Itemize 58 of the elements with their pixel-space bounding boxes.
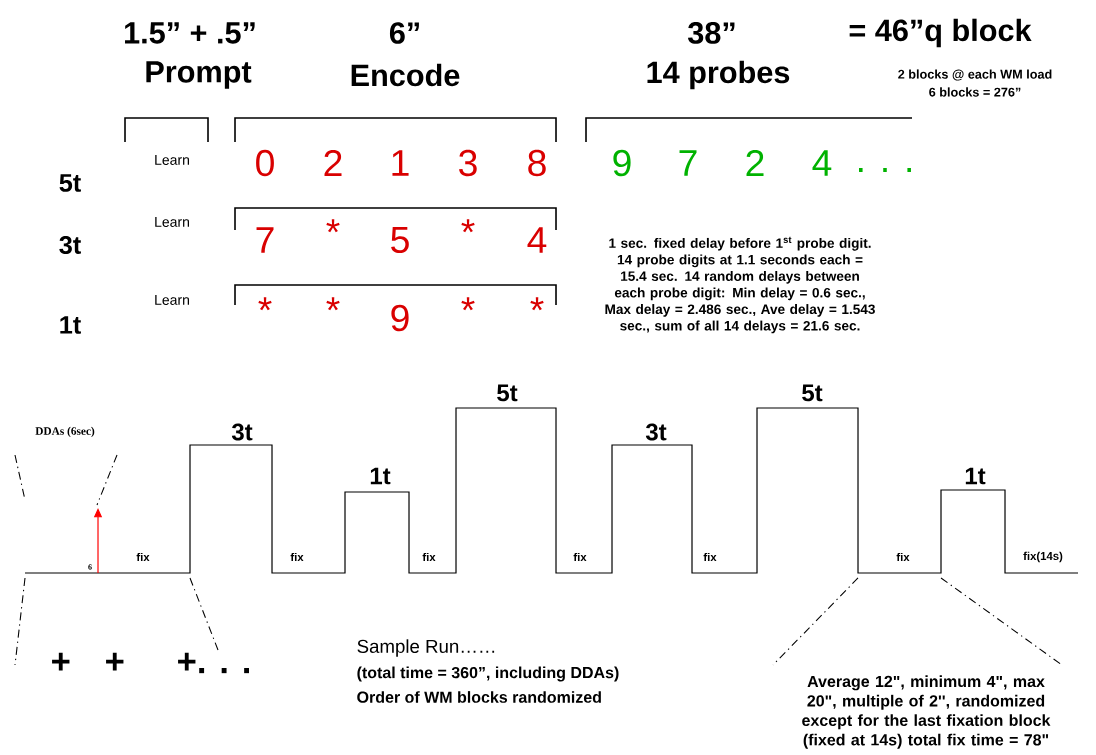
digit: 0 [256, 149, 274, 177]
heading-text: 38” [688, 22, 735, 44]
digit: 4 [527, 227, 547, 253]
digit: 1 [392, 150, 409, 176]
row-label: 5t [59, 174, 81, 192]
fix-label: fix [290, 552, 304, 562]
digit: 7 [256, 227, 274, 253]
run-note: Order of WM blocks randomized [357, 691, 601, 703]
heading-text: Encode [351, 63, 460, 87]
digit: 4 [812, 150, 832, 176]
digit: 8 [528, 149, 546, 177]
heading-text: 1.5” + .5” [125, 22, 255, 44]
learn-label: Learn [155, 155, 189, 165]
asterisk: * [461, 297, 475, 311]
digit: 7 [679, 150, 697, 176]
row-label: 3t [59, 236, 81, 254]
fixation-cross: +. . . [178, 652, 249, 674]
block-label: 5t [497, 384, 518, 402]
block-label: 1t [370, 467, 391, 485]
heading-text: 6” [389, 22, 419, 44]
fixation-cross: + [52, 652, 70, 671]
learn-label: Learn [155, 217, 189, 227]
note-text: 1 sec. fixed delay before 1$^{st}$ probe digit. 14 probe digits at 1.1 seconds each = 15.4 sec. 14 random delays between each probe digit: Min delay = 0.6 sec., Max delay = 2.486 sec., Ave delay = 1.543 sec., sum of all 14 delays = 21.6 sec. [605, 236, 875, 334]
fix-label: fix [422, 552, 436, 562]
ellipsis: . . . [859, 168, 911, 172]
heading-text: 14 probes [647, 60, 790, 90]
fix-label: fix [703, 552, 717, 562]
heading-text: Prompt [146, 61, 252, 89]
fixation-cross: + [106, 652, 124, 671]
fix-label: fix(14s) [1023, 551, 1063, 563]
digit: 9 [613, 149, 631, 177]
fix-label: fix [573, 552, 587, 562]
heading-text: = 46”q block [849, 18, 1032, 48]
note-text: Average 12", minimum 4", max 20", multiple of 2'', randomized except for the last fixation block (fixed at 14s) total fix time = 78" [802, 675, 1051, 749]
asterisk: * [326, 219, 340, 233]
fix-label: fix [136, 552, 150, 562]
note-text: 2 blocks @ each WM load [898, 69, 1052, 81]
block-label: 5t [802, 384, 823, 402]
run-note: (total time = 360”, including DDAs) [357, 666, 619, 682]
row-label: 1t [60, 316, 81, 334]
digit: 3 [459, 149, 477, 177]
asterisk: * [530, 297, 544, 311]
block-label: 3t [645, 423, 667, 441]
digit: 2 [324, 149, 342, 177]
asterisk: * [461, 219, 475, 233]
asterisk: * [258, 297, 272, 311]
digit: 5 [391, 227, 409, 253]
ddas-label: DDAs (6sec) [35, 426, 95, 438]
learn-label: Learn [155, 295, 189, 305]
block-label: 1t [965, 467, 986, 485]
note-text: 6 blocks = 276” [929, 87, 1021, 97]
asterisk: * [326, 297, 340, 311]
fix-label: fix [896, 552, 910, 562]
digit: 2 [746, 149, 764, 177]
block-label: 3t [231, 423, 253, 441]
digit: 9 [391, 304, 409, 332]
run-title: Sample Run…… [357, 639, 495, 657]
tick-label: 6 [88, 564, 92, 570]
